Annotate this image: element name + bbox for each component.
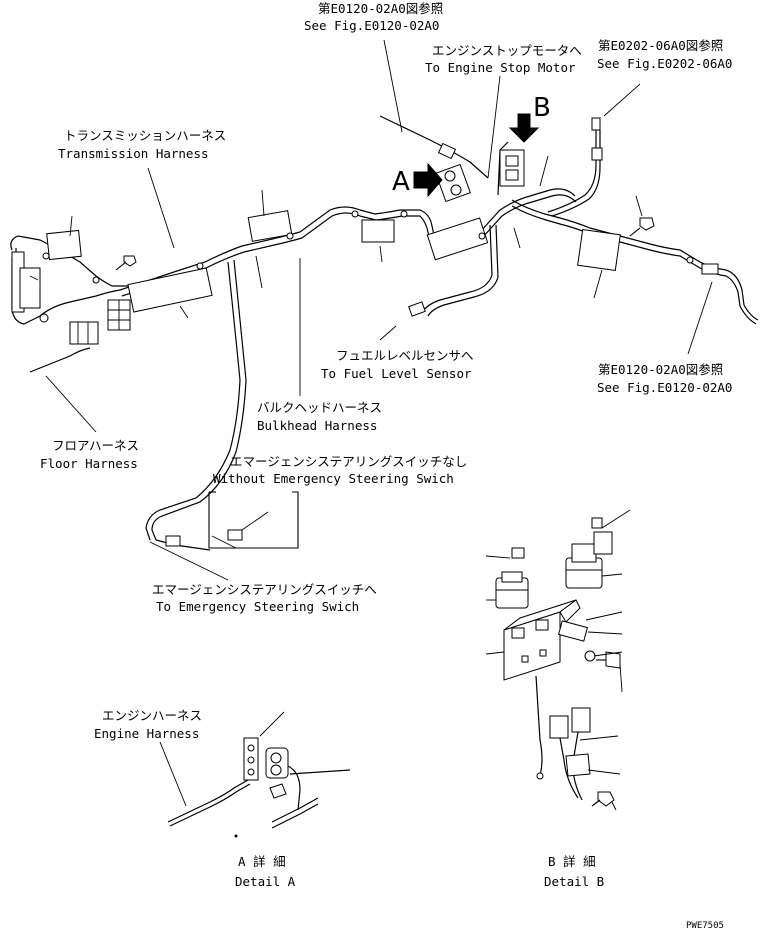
detail-b-label: B 詳 細 Detail B	[544, 854, 604, 889]
no-emergency-jp: エマージェンシステアリングスイッチなし	[230, 454, 467, 469]
ref-right-top-en: See Fig.E0202-06A0	[597, 56, 732, 71]
callout-labels: 第E0120-02A0図参照 See Fig.E0120-02A0 エンジンスト…	[40, 1, 732, 741]
no-emergency-inset	[208, 491, 299, 549]
detail-b-en: Detail B	[544, 874, 604, 889]
harness-components	[19, 117, 719, 547]
detail-b-jp: B 詳 細	[548, 854, 596, 869]
detail-a-drawing	[167, 711, 351, 838]
to-emergency-en: To Emergency Steering Swich	[156, 599, 359, 614]
detail-a-en: Detail A	[235, 874, 296, 889]
arrow-b-icon	[508, 113, 540, 143]
ref-top-en: See Fig.E0120-02A0	[304, 18, 439, 33]
detail-a-label: A 詳 細 Detail A	[235, 854, 296, 889]
stop-motor-jp: エンジンストップモータへ	[432, 43, 582, 58]
drawing-code: PWE7505	[686, 921, 724, 930]
stop-motor-en: To Engine Stop Motor	[425, 60, 576, 75]
engine-en: Engine Harness	[94, 726, 199, 741]
bulkhead-en: Bulkhead Harness	[257, 418, 377, 433]
ref-right-bottom-en: See Fig.E0120-02A0	[597, 380, 732, 395]
to-emergency-jp: エマージェンシステアリングスイッチへ	[152, 582, 377, 597]
marker-b: B	[533, 93, 551, 123]
no-emergency-en: Without Emergency Steering Swich	[213, 471, 454, 486]
detail-a-jp: A 詳 細	[238, 854, 286, 869]
marker-a: A	[392, 167, 410, 197]
bulkhead-jp: バルクヘッドハーネス	[257, 400, 382, 415]
engine-jp: エンジンハーネス	[102, 708, 202, 723]
detail-b-drawing	[485, 509, 631, 811]
ref-right-bottom-jp: 第E0120-02A0図参照	[598, 362, 723, 377]
leader-lines	[29, 39, 713, 807]
transmission-jp: トランスミッションハーネス	[64, 128, 226, 143]
transmission-en: Transmission Harness	[58, 146, 209, 161]
floor-jp: フロアハーネス	[52, 438, 139, 453]
fuel-level-en: To Fuel Level Sensor	[321, 366, 472, 381]
view-markers: A B	[392, 93, 551, 198]
floor-en: Floor Harness	[40, 456, 138, 471]
ref-top-jp: 第E0120-02A0図参照	[318, 1, 443, 16]
ref-right-top-jp: 第E0202-06A0図参照	[598, 38, 723, 53]
arrow-a-icon	[413, 162, 443, 198]
fuel-level-jp: フュエルレベルセンサへ	[336, 348, 474, 363]
